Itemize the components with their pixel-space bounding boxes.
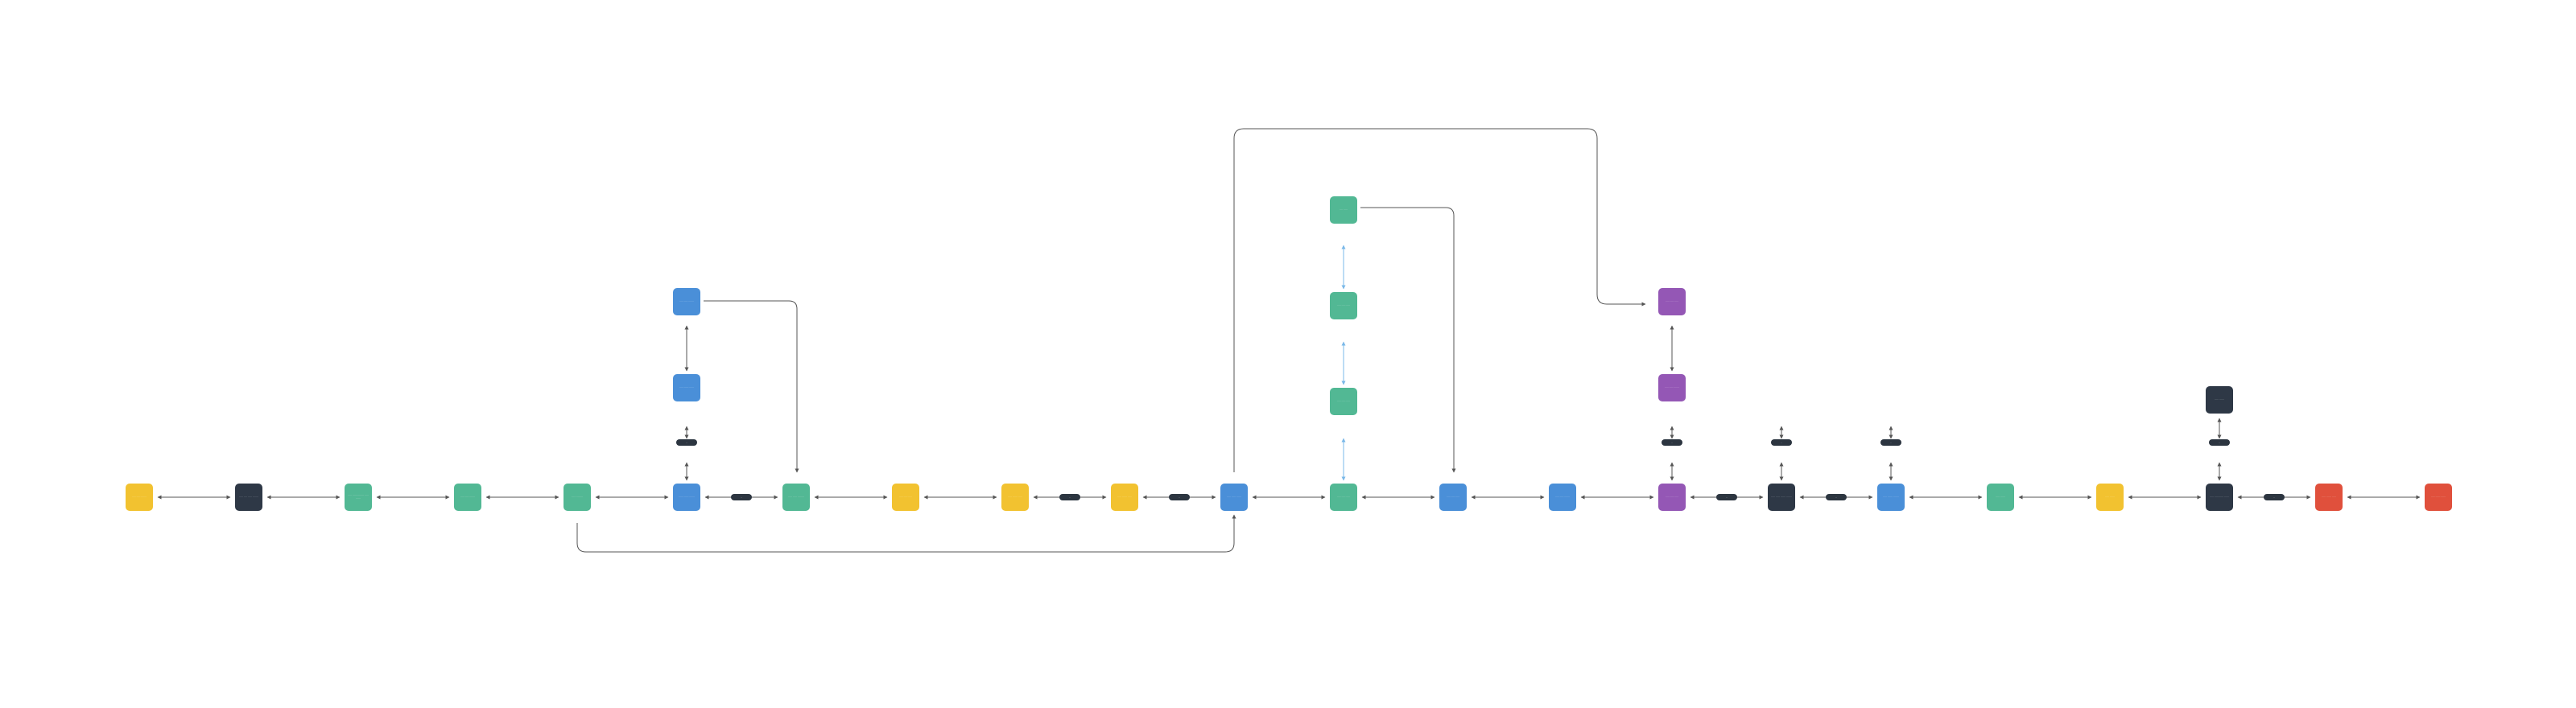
pill-label: ·· [686,441,687,444]
node-n15b[interactable]: ····· ····· ····· [1658,288,1686,315]
node-n20[interactable]: ····· ····· ······ ······ [2206,484,2233,511]
node-n18[interactable]: ····· ······ [1987,484,2014,511]
node-n1[interactable]: ····· ····· ······· [126,484,153,511]
node-n16[interactable]: ····· ····· ······ ······· [1768,484,1795,511]
node-n6a[interactable]: ····· ······ ······ [673,374,700,401]
node-label: ····· ······ ······ [2430,495,2446,499]
edge-label-pill[interactable]: ·· [1826,494,1847,500]
edge-label-pill[interactable]: ·· [1880,439,1901,446]
node-n12a[interactable]: ····· ····· ····· [1330,388,1357,415]
node-n2[interactable]: ····· ···· ····· ······· [235,484,262,511]
node-n5[interactable]: ···· ·· ······· [564,484,591,511]
node-n19[interactable]: ····· ······ [2096,484,2124,511]
node-label: ····· ····· ····· [898,495,913,499]
node-label: ····· ····· ····· [1665,299,1679,303]
edge-route-n11-n15b [1233,128,1646,472]
node-n20a[interactable]: ····· ······ [2206,386,2233,414]
edge-label-pill[interactable]: ·· [2209,439,2230,446]
node-n15a[interactable]: ····· ····· ······· [1658,374,1686,401]
node-label: ····· ····· ······· [679,299,695,303]
edge-label-pill[interactable]: ·· [731,494,752,500]
node-n7[interactable]: ····· ····· ········ [782,484,810,511]
node-label: ···· ·· ······· [571,495,584,499]
pill-label: ·· [1890,441,1892,444]
edge-label-pill[interactable]: ·· [676,439,697,446]
node-n6[interactable]: ······ ······ ······· [673,484,700,511]
node-label: ····· ····· ····· [1336,303,1351,307]
edge-label-pill[interactable]: ·· [1716,494,1737,500]
node-label: ····· ······ ······ [679,385,695,389]
node-label: ····· ····· ····· [1665,495,1679,499]
node-n12b[interactable]: ····· ····· ····· [1330,292,1357,319]
node-n12c[interactable]: ···· ····· [1330,196,1357,224]
node-label: ······ ······ ······· [678,495,696,499]
node-label: ····· ······ [2215,397,2224,401]
pill-label: ·· [1069,496,1071,499]
node-label: ····· ····· ······· [1664,385,1680,389]
node-label: ····· ····· ······· [460,495,476,499]
node-n3[interactable]: ····· ······ ········ ····· ······ [345,484,372,511]
node-label: ····· ····· ······· [131,495,147,499]
node-label: ····· ····· ········ [788,495,804,499]
pill-label: ·· [1671,441,1673,444]
node-n17[interactable]: ····· ······ ······· [1877,484,1905,511]
pill-label: ·· [2219,441,2220,444]
node-label: ····· ····· ······ ······ [2209,495,2230,499]
node-label: ····· ······ [1996,495,2005,499]
node-label: ····· ····· ····· [1446,495,1460,499]
edge-route-n6b-n7 [704,300,799,473]
pill-label: ·· [1726,496,1728,499]
node-n14[interactable]: ····· ····· ······· [1549,484,1576,511]
node-label: ····· ···· ····· ······· [239,495,258,499]
node-label: ····· ····· ······ [1227,495,1241,499]
edge-label-pill[interactable]: ·· [1169,494,1190,500]
node-label: ····· ····· ····· [1336,399,1351,403]
node-n9[interactable]: ····· ······ ····· [1001,484,1029,511]
edge-label-pill[interactable]: ·· [2264,494,2285,500]
edge-label-pill[interactable]: ·· [1771,439,1792,446]
edge-label-pill[interactable]: ·· [1662,439,1682,446]
node-label: ····· ······ ····· [1008,495,1022,499]
node-n4[interactable]: ····· ····· ······· [454,484,481,511]
node-n10[interactable]: ····· ······ ····· [1111,484,1138,511]
pill-label: ·· [1835,496,1837,499]
pill-label: ·· [2273,496,2275,499]
edge-route-n12c-n13 [1360,207,1456,473]
node-n8[interactable]: ····· ····· ····· [892,484,919,511]
edge-label-pill[interactable]: ·· [1059,494,1080,500]
node-n13[interactable]: ····· ····· ····· [1439,484,1467,511]
node-n12[interactable]: ····· ····· ····· [1330,484,1357,511]
edge-route-n5-n11 [576,514,1236,553]
node-n15[interactable]: ····· ····· ····· [1658,484,1686,511]
node-label: ····· ······ ······· [1883,495,1899,499]
node-label: ····· ······ ····· [2322,495,2336,499]
node-label: ····· ······ ····· [1117,495,1132,499]
node-n11[interactable]: ····· ····· ······ [1220,484,1248,511]
node-label: ····· ······ [2105,495,2115,499]
node-label: ····· ······ ········ ····· ······ [347,493,369,500]
pill-label: ·· [1179,496,1180,499]
node-n6b[interactable]: ····· ····· ······· [673,288,700,315]
node-label: ····· ····· ····· [1336,495,1351,499]
node-label: ····· ····· ······· [1554,495,1571,499]
node-n22[interactable]: ····· ······ ······ [2425,484,2452,511]
node-label: ···· ····· [1340,208,1348,212]
pill-label: ·· [1781,441,1782,444]
node-n21[interactable]: ····· ······ ····· [2315,484,2343,511]
pill-label: ·· [741,496,742,499]
node-label: ····· ····· ······ ······· [1771,495,1792,499]
